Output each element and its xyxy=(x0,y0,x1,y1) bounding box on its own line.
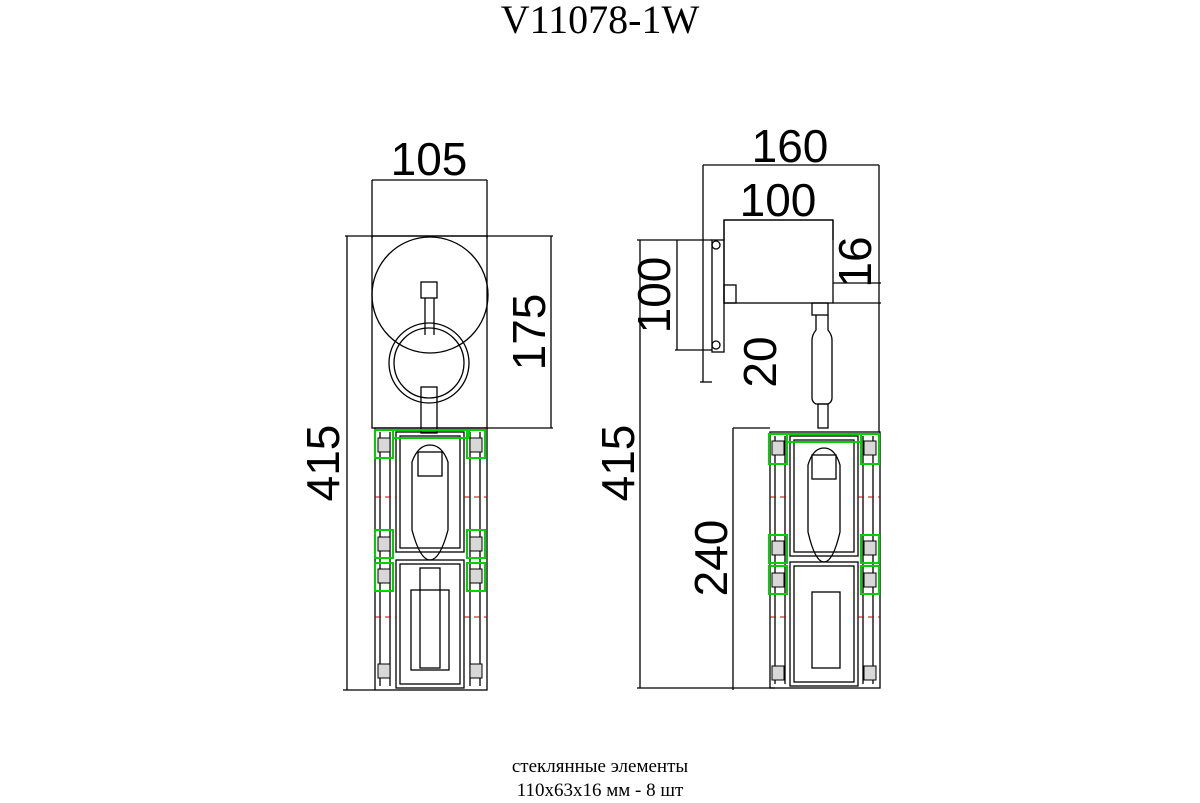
note-line-1: стеклянные элементы xyxy=(511,756,689,777)
crystal-beads xyxy=(377,437,877,681)
side-view xyxy=(637,164,881,690)
dim-side-offset-bottom: 20 xyxy=(734,336,786,387)
drawing-title: V11078-1W xyxy=(500,0,700,42)
center-lines xyxy=(375,496,880,618)
dim-side-shade-height: 240 xyxy=(685,520,737,597)
glass-elements xyxy=(374,429,880,595)
dim-front-width: 105 xyxy=(391,133,468,185)
dim-front-plate-height: 175 xyxy=(503,294,555,371)
glass-elements-note: стеклянные элементы 110x63x16 мм - 8 шт xyxy=(0,755,1200,803)
dim-side-offset-top: 16 xyxy=(829,236,881,287)
note-line-2: 110x63x16 мм - 8 шт xyxy=(516,780,684,801)
front-view xyxy=(343,179,553,691)
dim-side-plate-depth: 100 xyxy=(740,174,817,226)
dim-side-plate-height: 100 xyxy=(628,257,680,334)
dim-side-total-height: 415 xyxy=(592,425,644,502)
dim-front-total-height: 415 xyxy=(297,425,349,502)
dim-side-depth: 160 xyxy=(752,120,829,172)
